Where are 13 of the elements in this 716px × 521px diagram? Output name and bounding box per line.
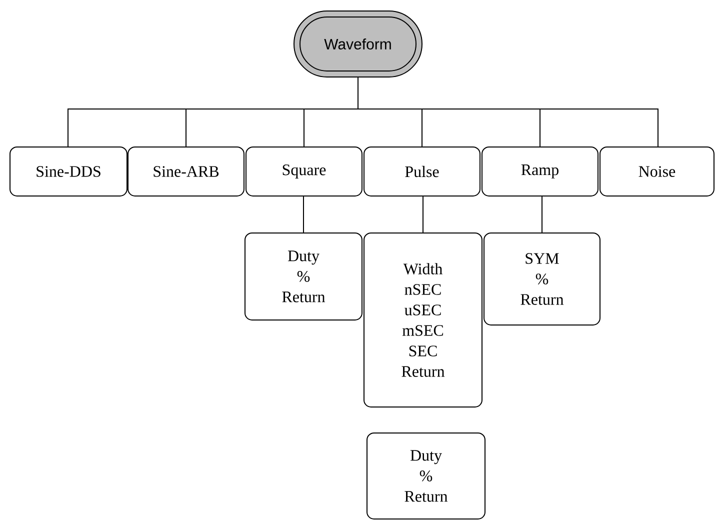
menu-box: Duty % Return <box>244 232 362 320</box>
menu-box: Sine-ARB <box>128 146 244 196</box>
menu-box: SYM % Return <box>484 232 600 326</box>
menu-box: Ramp <box>482 146 598 196</box>
tree-line <box>422 196 424 234</box>
waveform-pill: Waveform <box>294 10 422 78</box>
menu-box: Noise <box>600 146 714 196</box>
menu-box: Sine-DDS <box>10 146 128 196</box>
menu-box: Square <box>246 146 362 196</box>
menu-box: Width nSEC uSEC mSEC SEC Return <box>364 232 482 408</box>
menu-box: Pulse <box>364 146 480 196</box>
menu-box: Duty % Return <box>366 432 486 520</box>
tree-line <box>303 196 304 234</box>
